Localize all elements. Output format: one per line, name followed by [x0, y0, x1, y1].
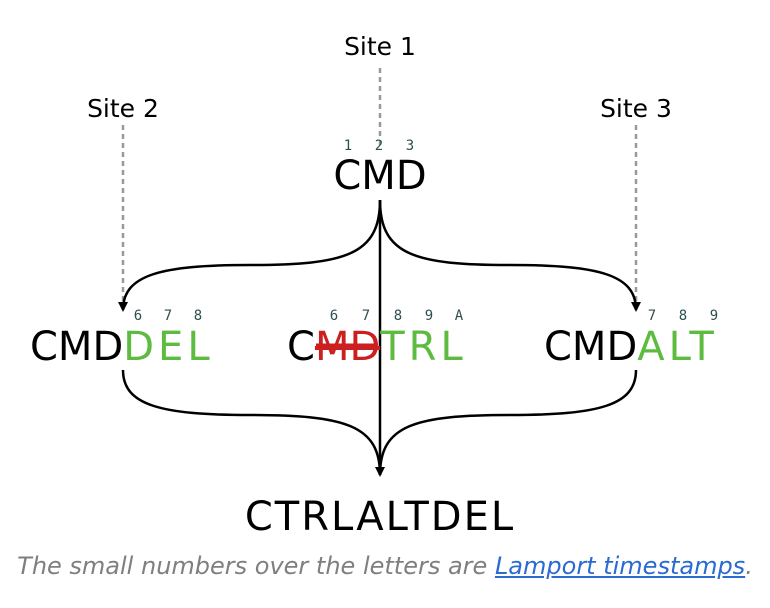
inserted-text: ALT: [637, 324, 718, 370]
site3-document-text: CMDALT: [544, 324, 718, 370]
inserted-text: DEL: [123, 324, 213, 370]
base-text: CMD: [30, 324, 123, 370]
deleted-text: MD: [315, 324, 380, 370]
timestamp: 7: [648, 308, 656, 324]
timestamp: 8: [394, 308, 402, 324]
merge-arrow-left: [121, 369, 382, 476]
kept-text: C: [287, 324, 315, 370]
timestamp: 8: [194, 308, 202, 324]
caption-suffix: .: [745, 552, 753, 580]
site2-document-text: CMDDEL: [30, 324, 214, 370]
caption: The small numbers over the letters are L…: [0, 552, 770, 580]
inserted-text: TRL: [379, 324, 467, 370]
lamport-timestamps-link[interactable]: Lamport timestamps: [494, 552, 746, 580]
top-document: 1 2 3 CMD: [333, 138, 426, 199]
top-document-text: CMD: [333, 153, 426, 199]
site3-document: 7 8 9 CMDALT: [544, 308, 718, 370]
caption-text: The small numbers over the letters are: [17, 552, 495, 580]
site3-label: Site 3: [600, 94, 672, 123]
timestamp: 2: [375, 138, 383, 154]
merged-result-text: CTRLALTDEL: [245, 494, 515, 540]
timestamp: 9: [425, 308, 433, 324]
site1-document-text: CMDTRL: [287, 324, 467, 370]
base-text: CMD: [544, 324, 637, 370]
site1-label: Site 1: [344, 32, 416, 61]
merge-arrow-right: [378, 369, 638, 476]
timestamp: 6: [330, 308, 338, 324]
split-arrow-right: [378, 199, 641, 312]
timestamp: 7: [362, 308, 370, 324]
timestamp: 1: [344, 138, 352, 154]
split-arrow-left: [118, 199, 382, 312]
site1-document: 6 7 8 9 A CMDTRL: [287, 308, 467, 370]
timestamp: 3: [406, 138, 414, 154]
site2-document: 6 7 8 CMDDEL: [30, 308, 214, 370]
crdt-merge-diagram: Site 1 Site 2 Site 3 1 2 3 CMD 6 7 8 CMD…: [30, 32, 718, 540]
timestamp: 8: [679, 308, 687, 324]
timestamp: A: [455, 308, 464, 324]
timestamp: 6: [134, 308, 142, 324]
timestamp: 7: [164, 308, 172, 324]
timestamp: 9: [710, 308, 718, 324]
site2-label: Site 2: [87, 94, 159, 123]
